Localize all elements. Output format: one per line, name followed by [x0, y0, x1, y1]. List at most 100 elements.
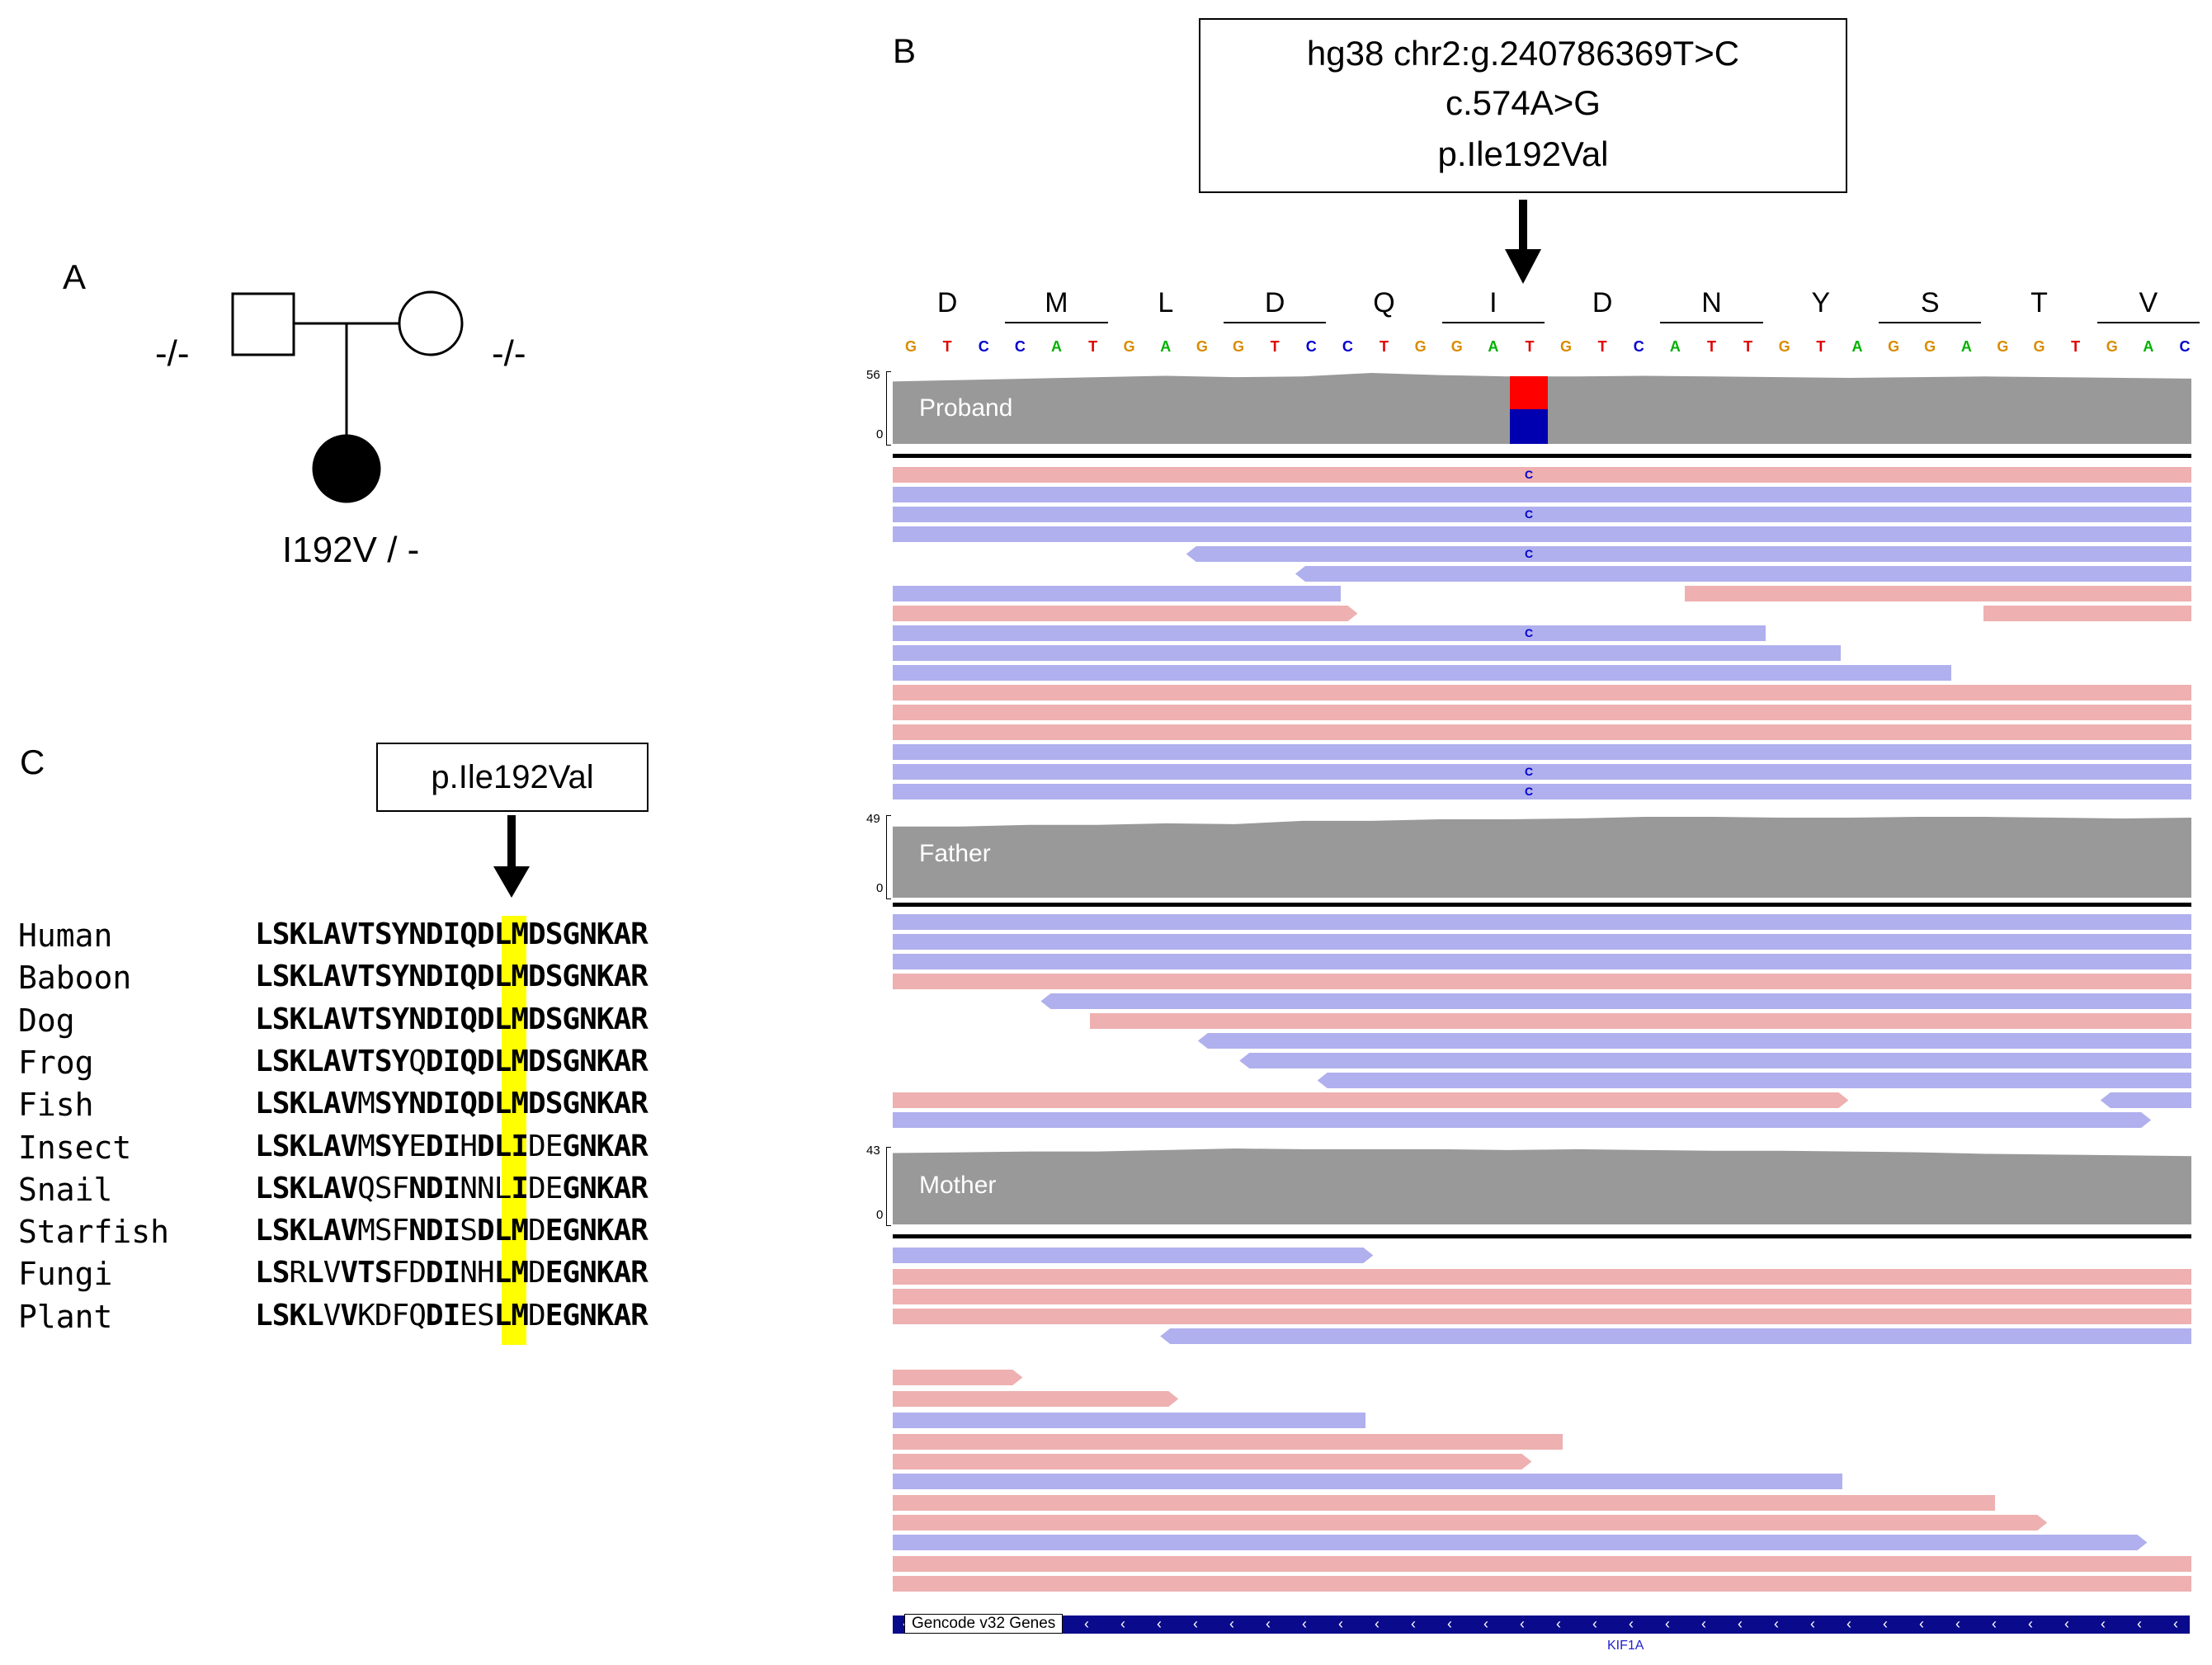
sequencing-read [893, 1289, 2191, 1304]
strand-chevron-icon: ‹ [1774, 1615, 1779, 1632]
sequencing-read [1040, 993, 2191, 1009]
sequencing-read [893, 1576, 2191, 1592]
protein-sequence: LSKLVVKDFQDIESLMDEGNKAR [255, 1298, 649, 1332]
mismatch-base: C [1524, 785, 1534, 798]
sequencing-read [893, 507, 2191, 522]
nucleotide-base: G [1233, 338, 1245, 355]
gene-name: KIF1A [1607, 1639, 1644, 1653]
sequencing-read [893, 1092, 1848, 1108]
protein-sequence: LSKLAVTSYQDIQDLMDSGNKAR [255, 1044, 649, 1078]
strand-chevron-icon: ‹ [1556, 1615, 1561, 1632]
gene-track-label: Gencode v32 Genes [904, 1614, 1064, 1634]
mother-genotype: -/- [492, 333, 526, 374]
strand-chevron-icon: ‹ [1846, 1615, 1851, 1632]
sequencing-read [1317, 1073, 2191, 1088]
nucleotide-base: G [2033, 338, 2045, 355]
strand-chevron-icon: ‹ [1665, 1615, 1670, 1632]
codon-underline [2096, 322, 2200, 323]
panel-label-a: A [63, 257, 87, 296]
species-name: Starfish [18, 1214, 170, 1251]
sequencing-read [893, 1454, 1531, 1469]
strand-chevron-icon: ‹ [1629, 1615, 1634, 1632]
proband-genotype: I192V / - [282, 530, 420, 570]
strand-chevron-icon: ‹ [1483, 1615, 1488, 1632]
amino-acid-label: L [1158, 287, 1174, 318]
nucleotide-base: G [2106, 338, 2118, 355]
sequencing-read [893, 665, 1951, 681]
variant-protein: p.Ile192Val [1437, 134, 1609, 173]
species-name: Insect [18, 1129, 132, 1166]
strand-chevron-icon: ‹ [2137, 1615, 2142, 1632]
strand-chevron-icon: ‹ [1338, 1615, 1343, 1632]
sequencing-read [893, 467, 2191, 483]
protein-sequence: LSRLVVTSFDDINHLMDEGNKAR [255, 1256, 649, 1290]
coverage-scale-min: 0 [876, 881, 884, 895]
nucleotide-base: T [1816, 338, 1826, 355]
nucleotide-base: G [1924, 338, 1936, 355]
alignment-arrow-icon [493, 815, 530, 898]
track-separator [893, 454, 2191, 458]
track-separator [893, 903, 2191, 907]
coverage-scale-max: 43 [866, 1144, 880, 1158]
variant-allele-bar-t [1510, 409, 1548, 444]
sequencing-read [893, 744, 2191, 760]
sequencing-read [893, 764, 2191, 780]
variant-genomic: hg38 chr2:g.240786369T>C [1306, 34, 1740, 73]
proband-symbol [312, 434, 381, 503]
strand-chevron-icon: ‹ [2064, 1615, 2069, 1632]
sequencing-read [893, 914, 2191, 930]
mismatch-base: C [1524, 547, 1534, 560]
strand-chevron-icon: ‹ [1810, 1615, 1815, 1632]
nucleotide-base: C [2179, 338, 2191, 355]
sequencing-read [893, 1370, 1022, 1385]
sequencing-read [1186, 546, 2191, 562]
strand-chevron-icon: ‹ [1266, 1615, 1271, 1632]
codon-underline [1879, 322, 1982, 323]
protein-sequence: LSKLAVTSYNDIQDLMDSGNKAR [255, 917, 649, 951]
sequencing-read [893, 784, 2191, 799]
strand-chevron-icon: ‹ [1229, 1615, 1234, 1632]
nucleotide-base: A [1160, 338, 1172, 355]
nucleotide-base: T [1379, 338, 1389, 355]
species-name: Fungi [18, 1256, 113, 1293]
amino-acid-label: D [936, 287, 958, 318]
amino-acid-label: I [1489, 287, 1497, 318]
strand-chevron-icon: ‹ [1883, 1615, 1888, 1632]
amino-acid-label: Q [1373, 287, 1395, 318]
sequencing-read [893, 705, 2191, 720]
sequencing-read [893, 954, 2191, 969]
nucleotide-base: C [1305, 338, 1317, 355]
species-name: Plant [18, 1298, 113, 1335]
nucleotide-base: A [1050, 338, 1062, 355]
nucleotide-base: T [942, 338, 952, 355]
strand-chevron-icon: ‹ [2173, 1615, 2178, 1632]
coverage-scale-bracket [886, 1147, 891, 1226]
mismatch-base: C [1524, 626, 1534, 639]
nucleotide-base: C [1342, 338, 1353, 355]
sequencing-read [893, 724, 2191, 740]
track-label: Proband [919, 394, 1013, 422]
sequencing-read [893, 1495, 1996, 1511]
species-name: Frog [18, 1044, 94, 1081]
nucleotide-base: G [1414, 338, 1427, 355]
strand-chevron-icon: ‹ [1919, 1615, 1924, 1632]
strand-chevron-icon: ‹ [1084, 1615, 1089, 1632]
sequencing-read [1685, 586, 2191, 601]
nucleotide-base: T [2071, 338, 2081, 355]
sequencing-read [893, 974, 2191, 989]
sequencing-read [893, 685, 2191, 700]
mismatch-base: C [1524, 468, 1534, 481]
variant-cdna: c.574A>G [1446, 83, 1601, 122]
strand-chevron-icon: ‹ [1592, 1615, 1597, 1632]
nucleotide-base: T [1525, 338, 1535, 355]
amino-acid-label: M [1045, 287, 1068, 318]
strand-chevron-icon: ‹ [1955, 1615, 1960, 1632]
protein-sequence: LSKLAVTSYNDIQDLMDSGNKAR [255, 1002, 649, 1036]
nucleotide-base: G [904, 338, 917, 355]
sequencing-read [893, 1248, 1373, 1263]
sequencing-read [893, 606, 1357, 621]
sequencing-read [893, 1413, 1365, 1428]
nucleotide-base: C [1014, 338, 1026, 355]
variant-allele-bar-c [1510, 376, 1548, 409]
